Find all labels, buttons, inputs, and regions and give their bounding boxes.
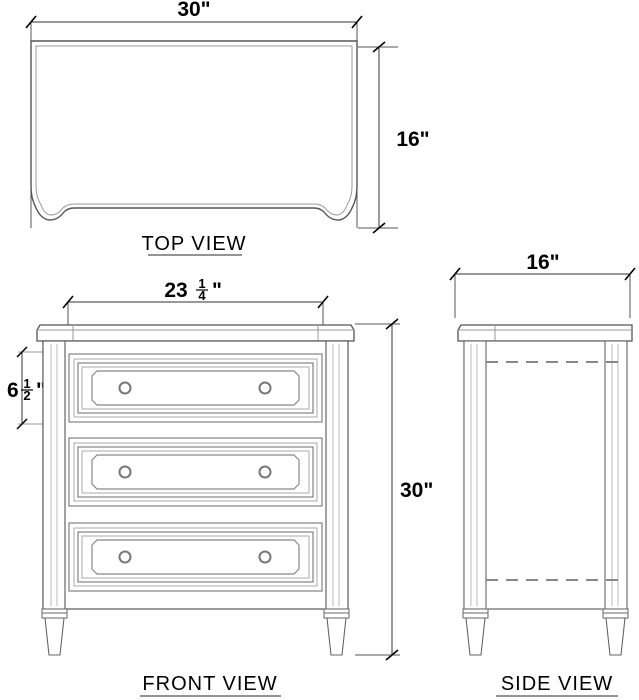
front-view-height-dimension: 30" — [355, 318, 433, 661]
side-view-top-slab — [457, 324, 633, 342]
front-view-drawer-2[interactable] — [68, 437, 323, 507]
front-view-drawer-3[interactable] — [68, 522, 323, 592]
drawer-2-knob-right[interactable] — [258, 465, 272, 479]
side-left-leg-collar-lower — [462, 612, 489, 619]
front-view-top-slab — [36, 324, 355, 342]
drawer-1-frame-bevel — [73, 358, 318, 418]
drawer-1-panel-border — [81, 366, 310, 410]
front-view-width-whole: 23 — [164, 279, 187, 302]
top-view-outer-profile — [30, 40, 358, 221]
drawer-3-knob-right[interactable] — [258, 550, 272, 564]
front-view-label: FRONT VIEW — [142, 673, 277, 695]
drawer-2-panel-border — [81, 450, 310, 494]
side-right-leg-collar-lower — [602, 612, 629, 619]
drawer-3-frame-inner — [77, 531, 314, 583]
top-view-label: TOP VIEW — [141, 233, 246, 255]
front-view-right-leg — [323, 608, 350, 656]
front-view-drawer-height-denominator: 2 — [23, 388, 30, 403]
side-view-case-outline — [463, 340, 628, 610]
side-view-left-post — [463, 340, 487, 610]
side-view-depth-label: 16" — [526, 251, 559, 274]
top-view-width-label: 30" — [177, 0, 210, 21]
drawer-2-pull-plate[interactable] — [91, 454, 300, 490]
drawer-3-knob-left[interactable] — [118, 550, 132, 564]
front-view-left-post — [42, 340, 66, 610]
front-view-width-suffix: " — [212, 279, 222, 302]
front-view-right-post — [325, 340, 349, 610]
drawer-2-frame-inner — [77, 446, 314, 498]
front-view-drawer-height-suffix: " — [36, 379, 46, 402]
right-leg-collar-upper — [323, 608, 350, 614]
left-leg-collar-lower — [41, 612, 68, 619]
drawer-3-pull-plate[interactable] — [91, 539, 300, 575]
drawer-3-frame-bevel — [73, 527, 318, 587]
drawer-1-knob-left[interactable] — [118, 381, 132, 395]
right-leg-collar-lower — [323, 612, 350, 619]
side-view-depth-dimension: 16" — [449, 251, 636, 318]
right-leg-taper — [326, 617, 347, 656]
side-view-right-leg — [602, 608, 629, 656]
top-view-depth-dimension: 16" — [358, 41, 430, 234]
top-view-group: 30" 16" TOP VIEW — [25, 0, 430, 256]
drawer-1-frame-inner — [77, 362, 314, 414]
side-view-left-leg — [462, 608, 489, 656]
drawer-2-knob-left[interactable] — [118, 465, 132, 479]
front-view-drawer-1[interactable] — [68, 353, 323, 423]
front-view-group: 23 1 4 " 6 1 2 " 30" — [7, 276, 433, 697]
side-view-right-post — [604, 340, 628, 610]
front-view-drawer-height-numerator: 1 — [23, 376, 30, 391]
front-view-height-label: 30" — [400, 479, 433, 502]
side-view-group: 16" SIDE VIEW — [449, 251, 636, 697]
front-view-drawer-height-whole: 6 — [7, 379, 19, 402]
drawer-1-knob-right[interactable] — [258, 381, 272, 395]
front-view-width-dimension: 23 1 4 " — [62, 276, 329, 345]
side-left-leg-collar-upper — [462, 608, 489, 614]
drawer-1-pull-plate[interactable] — [91, 370, 300, 406]
front-view-width-numerator: 1 — [198, 276, 205, 291]
left-leg-taper — [44, 617, 65, 656]
side-view-label: SIDE VIEW — [501, 673, 613, 695]
top-view-inner-profile — [35, 45, 353, 216]
front-view-width-denominator: 4 — [198, 288, 206, 303]
front-view-left-leg — [41, 608, 68, 656]
side-left-leg-taper — [465, 617, 486, 656]
top-view-depth-label: 16" — [396, 128, 429, 151]
drawer-3-panel-border — [81, 535, 310, 579]
side-right-leg-collar-upper — [602, 608, 629, 614]
left-leg-collar-upper — [41, 608, 68, 614]
drawer-2-frame-bevel — [73, 442, 318, 502]
side-right-leg-taper — [605, 617, 626, 656]
